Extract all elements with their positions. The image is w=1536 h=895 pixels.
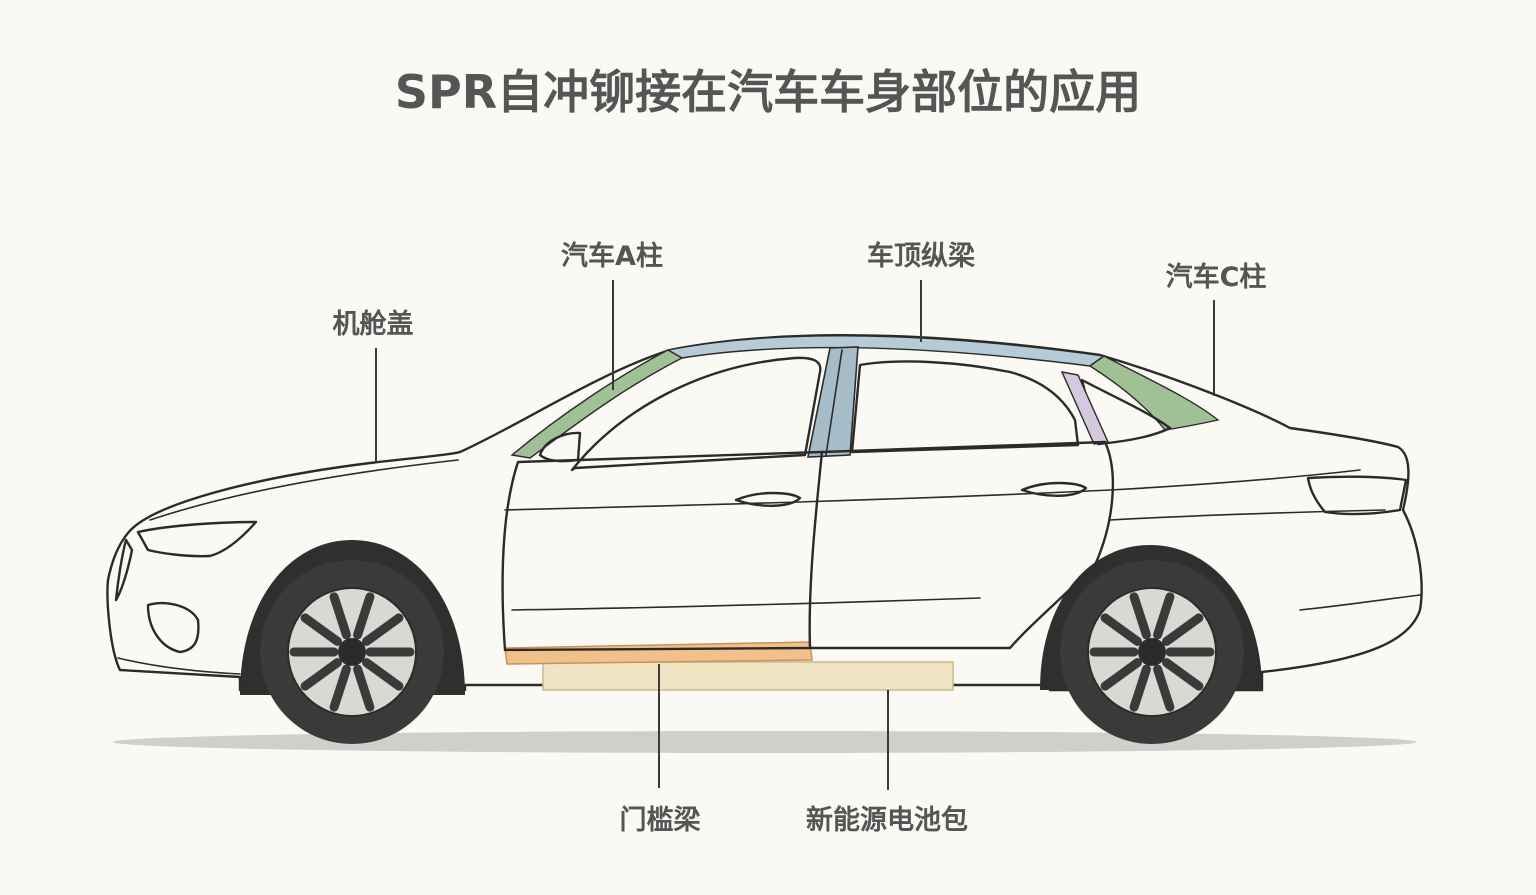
front-grille [114,538,134,602]
body-character-line [504,469,1361,511]
label-sill: 门槛梁 [620,805,701,836]
front-wheel [260,560,444,744]
label-a-pillar: 汽车A柱 [561,240,663,272]
label-hood: 机舱盖 [333,308,414,340]
fog-light [146,601,200,654]
wheel-spoke [362,613,404,646]
hood-line [149,459,459,521]
wheel-spoke [329,664,351,712]
rear-pillar-strip [1060,371,1110,445]
wheel-spoke [1129,664,1151,712]
rear-door-window [850,360,1080,454]
rear-door-handle [1020,481,1088,497]
wheel-spoke [1100,658,1142,691]
wheel-spoke [362,658,404,691]
label-battery: 新能源电池包 [806,804,968,836]
side-mirror [538,431,582,463]
rear-door [808,440,1115,650]
shoulder-line [1109,509,1386,521]
wheel-spoke [329,592,351,640]
page-title: SPR自冲铆接在汽车车身部位的应用 [395,65,1141,119]
front-window [570,356,822,472]
front-door [501,450,824,652]
headlight [136,520,258,558]
wheel-spoke [1153,592,1175,640]
wheel-spoke [1100,613,1142,646]
wheel-spoke [1162,613,1204,646]
wheel-spoke [353,664,375,712]
b-pillar-highlight [807,346,859,458]
lower-body-line [511,597,981,611]
front-door-handle [734,491,802,507]
b-pillar-seam [825,349,843,456]
tail-light [1306,475,1408,516]
wheel-spoke [353,592,375,640]
wheel-spoke [300,613,342,646]
battery-pack-highlight [542,661,954,691]
label-roof-rail: 车顶纵梁 [867,240,975,272]
c-pillar-highlight [1088,355,1220,431]
wheel-spoke [1153,664,1175,712]
door-sill-highlight [504,641,813,665]
wheel-spoke [1129,592,1151,640]
ground-shadow [113,731,1417,753]
front-bumper-line [117,657,241,675]
quarter-window [1080,378,1172,446]
wheel-spoke [300,658,342,691]
label-c-pillar: 汽车C柱 [1166,261,1267,293]
rear-wheel [1060,560,1244,744]
rear-bumper-line [1299,594,1421,611]
a-pillar-highlight [510,349,684,459]
wheel-spoke [1162,658,1204,691]
